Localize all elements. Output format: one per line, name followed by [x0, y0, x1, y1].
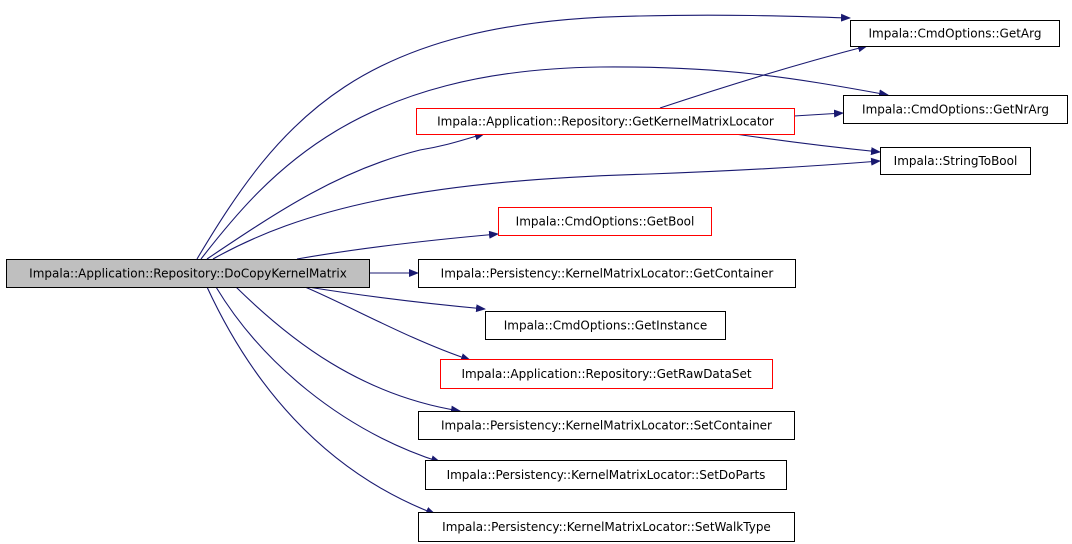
node-box: [418, 259, 796, 288]
node-label: Impala::Application::Repository::GetKern…: [437, 115, 774, 129]
node-box: [440, 359, 773, 389]
edge-getkml-to-getarg: [659, 44, 868, 109]
edge-root-to-getinstance: [307, 286, 486, 313]
node-label: Impala::Application::Repository::DoCopyK…: [29, 267, 347, 281]
node-label: Impala::StringToBool: [894, 154, 1018, 168]
node-label: Impala::CmdOptions::GetNrArg: [862, 103, 1049, 117]
node-label: Impala::CmdOptions::GetInstance: [504, 319, 707, 333]
nodes-layer: Impala::Application::Repository::DoCopyK…: [6, 20, 1068, 542]
node-getinstance[interactable]: Impala::CmdOptions::GetInstance: [485, 311, 726, 340]
node-label: Impala::Persistency::KernelMatrixLocator…: [447, 468, 766, 482]
edge-getkml-to-getnrarg: [793, 109, 844, 118]
node-setdoparts[interactable]: Impala::Persistency::KernelMatrixLocator…: [425, 460, 787, 490]
node-getcontainer[interactable]: Impala::Persistency::KernelMatrixLocator…: [418, 259, 796, 288]
edge-root-to-getnrarg: [200, 66, 889, 260]
node-strtobool[interactable]: Impala::StringToBool: [880, 147, 1031, 175]
node-setwalktype[interactable]: Impala::Persistency::KernelMatrixLocator…: [418, 512, 795, 542]
node-label: Impala::Persistency::KernelMatrixLocator…: [442, 520, 771, 534]
node-box: [425, 460, 787, 490]
edge-getkml-to-strtobool: [734, 133, 881, 156]
node-getraw[interactable]: Impala::Application::Repository::GetRawD…: [440, 359, 773, 389]
node-label: Impala::Persistency::KernelMatrixLocator…: [441, 267, 774, 281]
edge-root-to-setcontainer: [235, 286, 461, 414]
edge-root-to-strtobool: [212, 157, 881, 260]
node-getkml[interactable]: Impala::Application::Repository::GetKern…: [416, 108, 795, 135]
node-box: [880, 147, 1031, 175]
edge-root-to-getarg: [196, 13, 851, 260]
node-box: [498, 207, 712, 236]
node-root: Impala::Application::Repository::DoCopyK…: [6, 259, 370, 288]
edge-root-to-getbool: [296, 230, 499, 260]
edge-root-to-getkml: [206, 132, 485, 260]
node-label: Impala::CmdOptions::GetBool: [516, 215, 695, 229]
edge-root-to-setwalktype: [206, 286, 436, 515]
node-box: [418, 411, 795, 440]
node-label: Impala::Persistency::KernelMatrixLocator…: [441, 419, 772, 433]
edge-root-to-getraw: [304, 286, 471, 361]
node-setcontainer[interactable]: Impala::Persistency::KernelMatrixLocator…: [418, 411, 795, 440]
node-box: [416, 108, 795, 135]
edges-layer: [196, 13, 889, 515]
node-label: Impala::CmdOptions::GetArg: [869, 27, 1042, 41]
node-getbool[interactable]: Impala::CmdOptions::GetBool: [498, 207, 712, 236]
node-box: [6, 259, 370, 288]
node-getarg[interactable]: Impala::CmdOptions::GetArg: [850, 20, 1060, 47]
node-box: [843, 95, 1068, 124]
node-box: [485, 311, 726, 340]
node-label: Impala::Application::Repository::GetRawD…: [461, 367, 751, 381]
node-getnrarg[interactable]: Impala::CmdOptions::GetNrArg: [843, 95, 1068, 124]
node-box: [850, 20, 1060, 47]
node-box: [418, 512, 795, 542]
edge-root-to-setdoparts: [215, 286, 441, 464]
